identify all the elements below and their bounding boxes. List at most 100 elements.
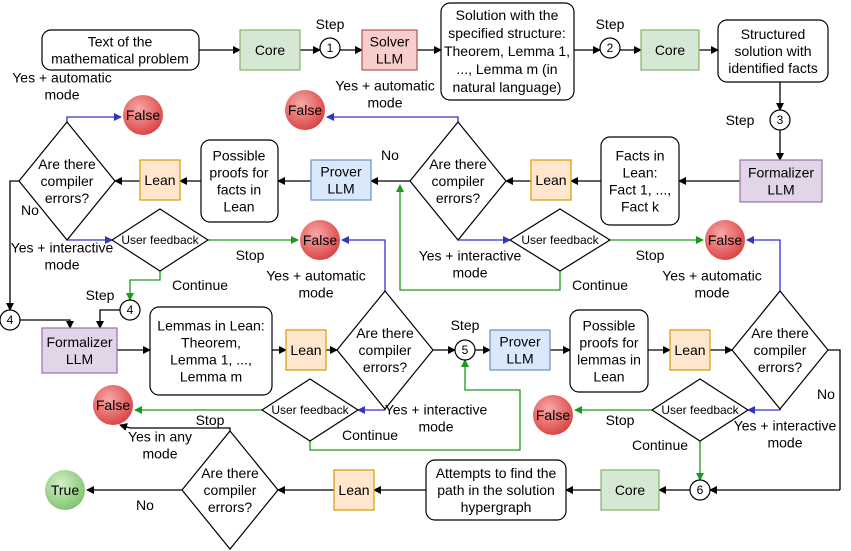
core-box-2 — [640, 29, 700, 71]
false-circle-2 — [123, 95, 163, 135]
decision-1-label: Are there — [429, 156, 487, 172]
continue-2-label: Continue — [572, 277, 628, 293]
prover-llm-box-1 — [310, 159, 372, 201]
prover-llm-box-1-label: Prover — [320, 164, 362, 180]
step-6-circle — [689, 479, 711, 501]
lean-box-3-label: Lean — [290, 342, 321, 358]
true-circle-label: True — [51, 482, 79, 498]
decision-2-label: Are there — [38, 156, 96, 172]
formalizer-llm-box-1 — [739, 159, 823, 203]
solution-text: specified structure: — [448, 25, 566, 41]
line-decision4-no — [828, 349, 841, 490]
formalizer-llm-box-2 — [41, 327, 118, 374]
structured-text: solution with — [734, 43, 811, 59]
formalizer-llm-box-2-label: LLM — [66, 351, 93, 367]
decision-3 — [336, 290, 434, 410]
false-circle-3-label: False — [303, 232, 337, 248]
arrow-feedback3-continue — [309, 359, 521, 451]
arrow-decision1-false — [326, 113, 459, 122]
solver-llm-box-label: Solver — [370, 34, 410, 50]
decision-4 — [731, 290, 829, 410]
prover-llm-box-2 — [489, 329, 551, 371]
decision-3-label: compiler — [359, 342, 412, 358]
arrow-feedback1-step4 — [126, 271, 161, 301]
lean-box-4 — [669, 329, 711, 371]
step-3-circle — [769, 109, 791, 131]
yes-inter-1-label: Yes + interactive — [11, 240, 114, 256]
step-2-circle — [599, 37, 621, 59]
yes-auto-2-label: Yes + automatic — [12, 70, 112, 86]
decision-2-label: compiler — [41, 173, 94, 189]
lemmas-box — [149, 306, 273, 396]
false-circle-6-label: False — [536, 407, 570, 423]
stop-4-label: Stop — [606, 412, 635, 428]
continue-1-label: Continue — [172, 277, 228, 293]
stop-3-label: Stop — [196, 412, 225, 428]
arrow-feedback2-continue — [396, 184, 561, 291]
step-1-circle — [319, 37, 341, 59]
core-box-3-label: Core — [615, 482, 646, 498]
no-3-label: No — [817, 386, 835, 402]
decision-2 — [18, 121, 116, 241]
decision-5-label: errors? — [208, 499, 253, 515]
facts-text: Lean: — [622, 165, 657, 181]
false-circle-3 — [300, 220, 340, 260]
arrow-decision4-false — [746, 236, 781, 291]
step-5-label: Step — [451, 317, 480, 333]
yes-inter-4-label: Yes + interactive — [734, 418, 837, 434]
lean-box-4-label: Lean — [674, 342, 705, 358]
structured-box — [717, 19, 829, 83]
attempts-text: path in the solution — [437, 482, 555, 498]
yes-inter-4-label: mode — [767, 435, 802, 451]
step-5-circle — [454, 339, 476, 361]
user-feedback-4 — [650, 378, 750, 442]
yes-auto-3-label: Yes + automatic — [266, 268, 366, 284]
decision-5-label: compiler — [204, 482, 257, 498]
decision-1-label: errors? — [436, 190, 481, 206]
user-feedback-2-label: User feedback — [521, 233, 599, 247]
decision-2-label: errors? — [45, 190, 90, 206]
core-box-1-label: Core — [255, 42, 286, 58]
lean-box-1 — [530, 159, 572, 201]
decision-5-label: Are there — [201, 465, 259, 481]
continue-3-label: Continue — [342, 427, 398, 443]
core-box-3 — [600, 469, 660, 511]
step-4-circle-a — [119, 299, 141, 321]
problem-text: Text of the — [88, 34, 153, 50]
yes-inter-2-label: mode — [452, 265, 487, 281]
yes-inter-3-label: Yes + interactive — [385, 402, 488, 418]
lean-box-1-label: Lean — [535, 172, 566, 188]
solution-text: natural language) — [453, 79, 562, 95]
user-feedback-3 — [260, 378, 360, 442]
formalizer-llm-box-1-label: LLM — [767, 182, 794, 198]
yes-any-label: mode — [142, 446, 177, 462]
facts-box — [600, 136, 680, 226]
step-3-circle-label: 3 — [777, 113, 784, 127]
decision-1 — [409, 121, 507, 241]
lemmas-text: Lemma 1, ..., — [170, 352, 252, 368]
step-5-circle-label: 5 — [462, 343, 469, 357]
solution-text: Theorem, Lemma 1, — [444, 43, 570, 59]
arrow-decision2-step4 — [6, 180, 19, 311]
step-2-label: Step — [596, 16, 625, 32]
arrow-decision2-false — [66, 113, 122, 122]
proofs-facts-text: facts in — [217, 182, 261, 198]
true-circle — [45, 470, 85, 510]
user-feedback-1 — [110, 208, 210, 272]
solution-text: Solution with the — [456, 7, 559, 23]
step-1-label: Step — [316, 16, 345, 32]
problem-box — [41, 29, 200, 71]
false-circle-5 — [93, 385, 133, 425]
formalizer-llm-box-2-label: Formalizer — [46, 334, 112, 350]
proofs-lemmas-box — [569, 309, 649, 393]
step-6-circle-label: 6 — [697, 483, 704, 497]
yes-any-label: Yes in any — [128, 429, 192, 445]
proofs-lemmas-text: Lean — [593, 369, 624, 385]
proofs-facts-text: proofs for — [209, 165, 268, 181]
solver-llm-box-label: LLM — [376, 51, 403, 67]
step-4-circle-b-label: 4 — [7, 313, 14, 327]
arrow-decision3-false — [341, 236, 386, 291]
decision-4-label: compiler — [754, 342, 807, 358]
decision-3-label: errors? — [363, 359, 408, 375]
